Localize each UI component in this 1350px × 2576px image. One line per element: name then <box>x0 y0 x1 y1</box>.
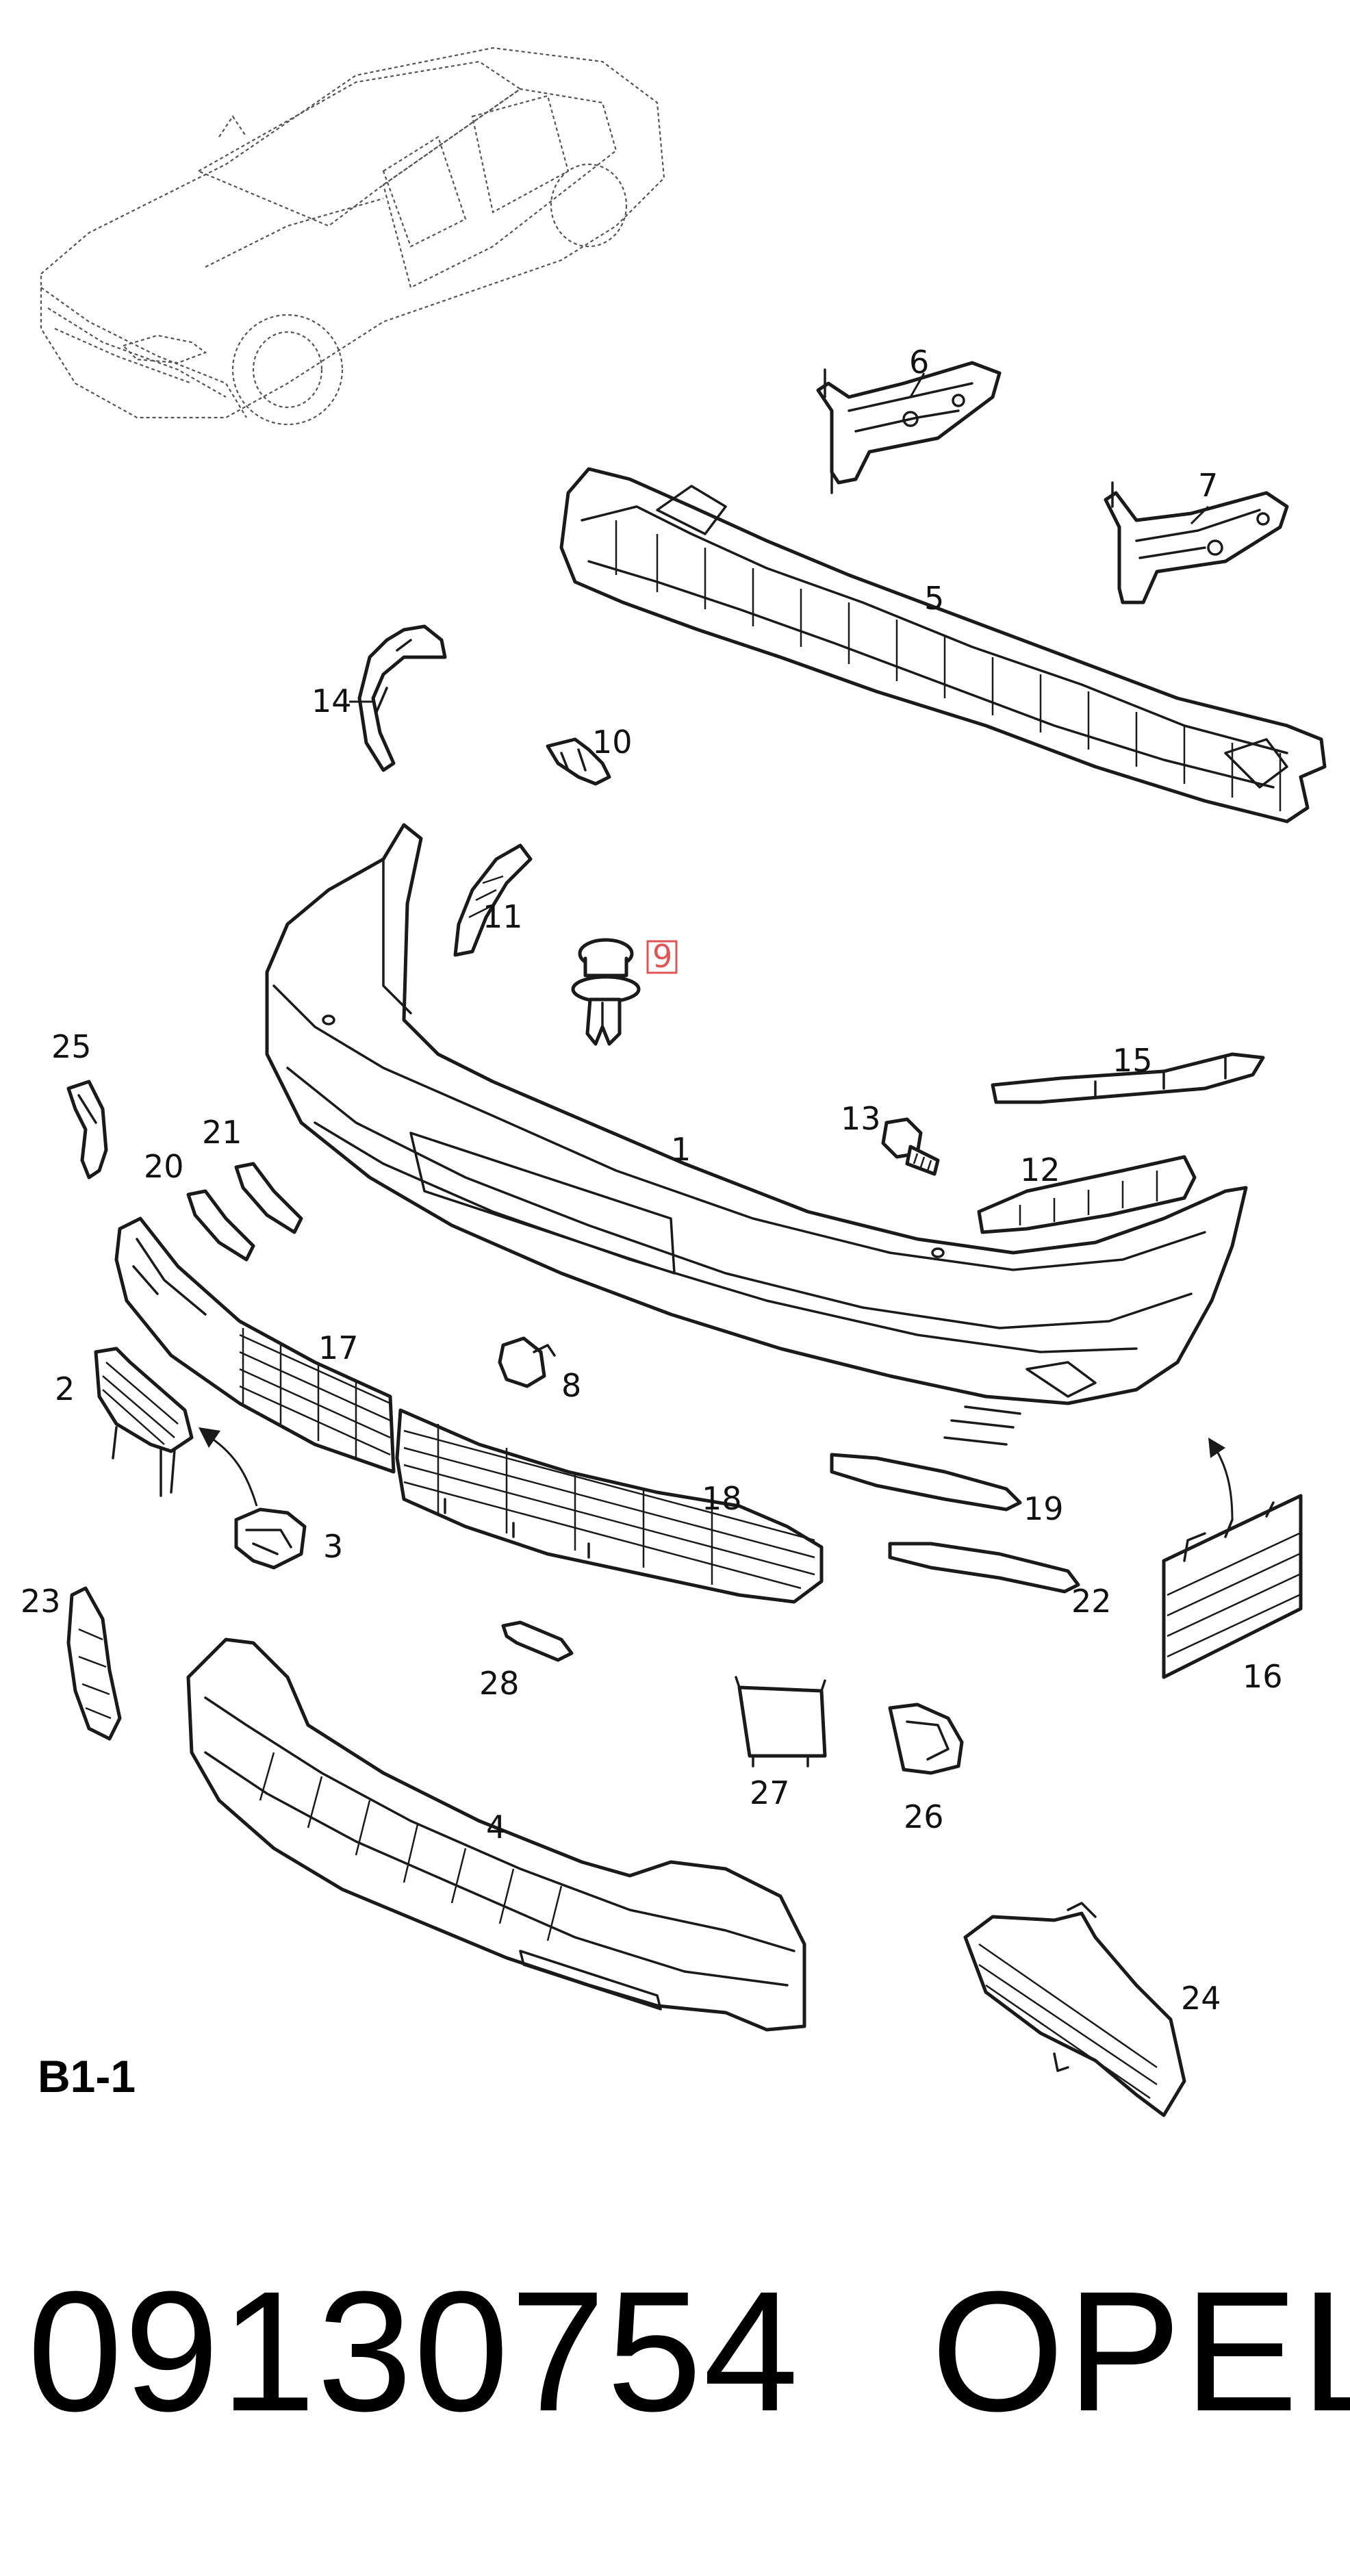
assembly-arrow-right <box>1208 1438 1234 1520</box>
section-label: B1-1 <box>38 2051 136 2102</box>
callout-14: 14 <box>311 683 352 719</box>
part-19-trim <box>830 1405 1022 1512</box>
callout-9: 9 <box>652 938 672 975</box>
assembly-arrow-left <box>199 1427 258 1507</box>
callout-28: 28 <box>479 1665 520 1702</box>
part-18-grille <box>395 1408 824 1604</box>
part-20-trim <box>186 1189 255 1262</box>
callout-4: 4 <box>486 1809 506 1846</box>
part-22-trim <box>888 1542 1080 1594</box>
callout-16: 16 <box>1243 1658 1283 1695</box>
part-28-clip <box>501 1620 574 1662</box>
part-12-spoiler-piece <box>977 1155 1197 1234</box>
part-25-bracket <box>66 1080 108 1179</box>
part-3-clip <box>234 1507 307 1570</box>
highlight-box <box>646 940 678 974</box>
callout-6: 6 <box>909 344 929 381</box>
callout-8: 8 <box>561 1367 581 1404</box>
callout-1: 1 <box>671 1131 691 1168</box>
part-9-push-rivet <box>571 938 641 1046</box>
part-24-grille-side <box>963 1902 1186 2117</box>
callout-19: 19 <box>1023 1490 1064 1527</box>
part-1-bumper-cover <box>265 823 1248 1405</box>
callout-17: 17 <box>318 1329 359 1366</box>
part-5-impact-absorber <box>559 467 1327 824</box>
callout-24: 24 <box>1181 1980 1221 2017</box>
part-7-bracket <box>1104 481 1289 604</box>
part-11-strip <box>453 843 533 957</box>
part-8-clip <box>498 1336 556 1388</box>
part-17-grille <box>114 1216 396 1474</box>
brand-name: OPEL <box>931 2256 1350 2447</box>
callout-2: 2 <box>55 1370 75 1407</box>
callout-10: 10 <box>592 724 633 761</box>
part-26-bracket <box>888 1703 964 1775</box>
part-10-clip <box>546 737 611 786</box>
part-4-lower-spoiler <box>186 1637 806 2032</box>
part-14-bracket <box>357 624 447 772</box>
callout-27: 27 <box>750 1774 790 1811</box>
callout-18: 18 <box>702 1480 742 1517</box>
part-number: 09130754 <box>27 2256 800 2447</box>
callout-7: 7 <box>1198 467 1218 504</box>
callout-13: 13 <box>841 1100 881 1137</box>
part-15-trim-strip <box>991 1052 1265 1104</box>
callout-3: 3 <box>323 1528 343 1565</box>
leader-lines <box>349 372 1210 703</box>
callout-23: 23 <box>21 1583 61 1620</box>
part-16-panel <box>1162 1494 1303 1679</box>
callout-12: 12 <box>1020 1151 1060 1188</box>
part-13-bolt <box>881 1117 940 1176</box>
callout-20: 20 <box>144 1148 184 1185</box>
callout-15: 15 <box>1112 1042 1153 1079</box>
callout-21: 21 <box>202 1114 242 1151</box>
callout-22: 22 <box>1071 1583 1112 1620</box>
part-2-bracket <box>94 1347 194 1497</box>
callout-5: 5 <box>924 580 944 617</box>
reference-car-illustration <box>40 47 665 426</box>
part-27-bracket <box>735 1676 827 1768</box>
callout-labels: 6 7 5 14 10 11 15 25 13 21 1 20 12 17 8 … <box>21 344 1283 2017</box>
part-23-bracket <box>66 1586 122 1741</box>
callout-11: 11 <box>483 898 523 935</box>
part-21-trim <box>234 1162 303 1234</box>
callout-25: 25 <box>51 1028 92 1065</box>
callout-26: 26 <box>904 1798 944 1835</box>
highlighted-callout-9: 9 <box>646 938 678 975</box>
part-6-bracket <box>816 361 1002 494</box>
